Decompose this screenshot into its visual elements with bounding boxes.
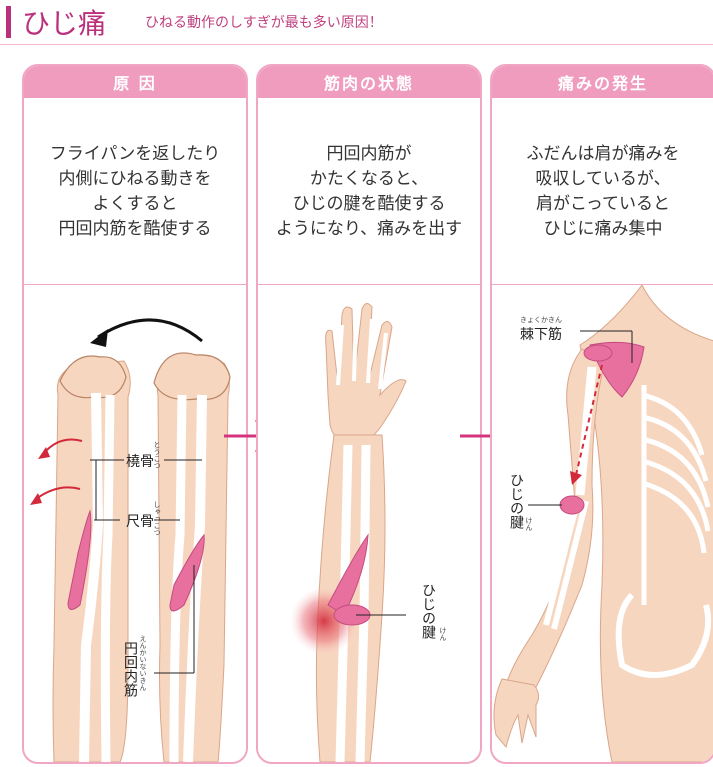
panel-heading: 原 因 (24, 66, 246, 98)
description-line: かたくなると、 (309, 169, 429, 189)
right-fist (153, 352, 231, 401)
pronator-label: 円回内筋 (122, 641, 138, 697)
description-line: 肩がこっていると (536, 194, 670, 214)
description-line: フライパンを返したり (49, 144, 221, 164)
pronator-muscle (327, 533, 369, 616)
panel-description: フライパンを返したり 内側にひねる動きを よくすると 円回内筋を酷使する (24, 142, 246, 242)
description-line: ひじに痛み集中 (543, 219, 663, 239)
forearm-rotation-illustration: 橈骨 とうこつ 尺骨 しゃっこつ 円回内筋 えんかいないきん (24, 285, 246, 762)
tendon-label-part: ひじの (420, 583, 436, 625)
description-line: ひじの腱を酷使する (292, 194, 446, 214)
radius-label: 橈骨 (126, 454, 154, 470)
right-ulna-bone (169, 394, 187, 762)
pronator-ruby: えんかいないきん (139, 635, 147, 691)
finger-bones (336, 316, 388, 390)
panel-description: ふだんは肩が痛みを 吸収しているが、 肩がこっていると ひじに痛み集中 (492, 142, 713, 242)
forearm-bones (543, 498, 589, 630)
tendon-label-part: ひじの (508, 473, 524, 515)
page-header: ひじ痛 ひねる動作のしすぎが最も多い原因！ (0, 0, 713, 45)
body-skeleton-illustration: きょくかきん 棘下筋 ひじの腱 けん (492, 284, 713, 762)
header-divider (0, 44, 713, 45)
description-line: ふだんは肩が痛みを (526, 144, 680, 164)
panel-divider (258, 284, 480, 285)
panel-cause: 原 因 フライパンを返したり 内側にひねる動きを よくすると 円回内筋を酷使する (22, 64, 248, 764)
tendon-label-part: 腱 (420, 625, 436, 639)
panel-divider (492, 284, 713, 285)
left-pronator-muscle (67, 509, 92, 610)
pain-path-arrowhead-icon (570, 471, 582, 485)
panel-heading: 痛みの発生 (492, 66, 713, 98)
header-accent-bar (6, 6, 11, 38)
infraspinatus-ruby: きょくかきん (520, 316, 562, 324)
radius-ruby: とうこつ (153, 441, 161, 469)
left-ulna-bone (100, 394, 115, 762)
arm-svg (290, 303, 407, 762)
description-line: 吸収しているが、 (535, 169, 671, 189)
tendon-ruby: けん (525, 517, 533, 531)
forearm-svg (30, 318, 231, 762)
panel-divider (24, 284, 246, 285)
ulna-label: 尺骨 (126, 514, 154, 530)
body-svg (493, 284, 713, 762)
pelvis (615, 592, 712, 678)
description-line: 円回内筋が (326, 144, 412, 164)
description-line: よくすると (92, 194, 178, 214)
infraspinatus-label: 棘下筋 (520, 327, 562, 343)
shoulder-joint (583, 344, 613, 362)
elbow-tendon (559, 495, 585, 515)
red-arrowhead-icon (38, 447, 50, 459)
ulna-ruby: しゃっこつ (153, 501, 161, 536)
rotation-arrow-icon (97, 318, 203, 343)
page-subtitle: ひねる動作のしすぎが最も多い原因！ (145, 15, 383, 31)
hand-skin (493, 678, 540, 749)
ribcage (641, 385, 711, 605)
panel-pain-onset: 痛みの発生 ふだんは肩が痛みを 吸収しているが、 肩がこっていると ひじに痛み集… (490, 64, 713, 764)
arm-tendon-illustration: ひじの腱 けん (258, 285, 480, 762)
panel-muscle-state: 筋肉の状態 円回内筋が かたくなると、 ひじの腱を酷使する ようになり、痛みを出… (256, 64, 482, 764)
pain-path-line (575, 364, 603, 476)
tendon-label: ひじの腱 (506, 473, 526, 529)
panel-description: 円回内筋が かたくなると、 ひじの腱を酷使する ようになり、痛みを出す (258, 142, 480, 242)
page-title: ひじ痛 (22, 7, 107, 40)
description-line: 内側にひねる動きを (58, 169, 212, 189)
tendon-ruby: けん (439, 627, 447, 641)
red-arrowhead-icon (30, 493, 42, 505)
tendon-label: ひじの腱 (420, 583, 436, 639)
left-radius-bone (79, 392, 104, 762)
rotation-arrowhead-icon (90, 329, 108, 347)
left-fist (59, 355, 127, 399)
panel-heading: 筋肉の状態 (258, 66, 480, 98)
description-line: 円回内筋を酷使する (58, 219, 212, 239)
right-pronator-muscle (169, 533, 205, 612)
red-arrow-icon (35, 486, 81, 500)
description-line: ようになり、痛みを出す (275, 219, 463, 239)
tendon-label-part: 腱 (508, 515, 524, 529)
